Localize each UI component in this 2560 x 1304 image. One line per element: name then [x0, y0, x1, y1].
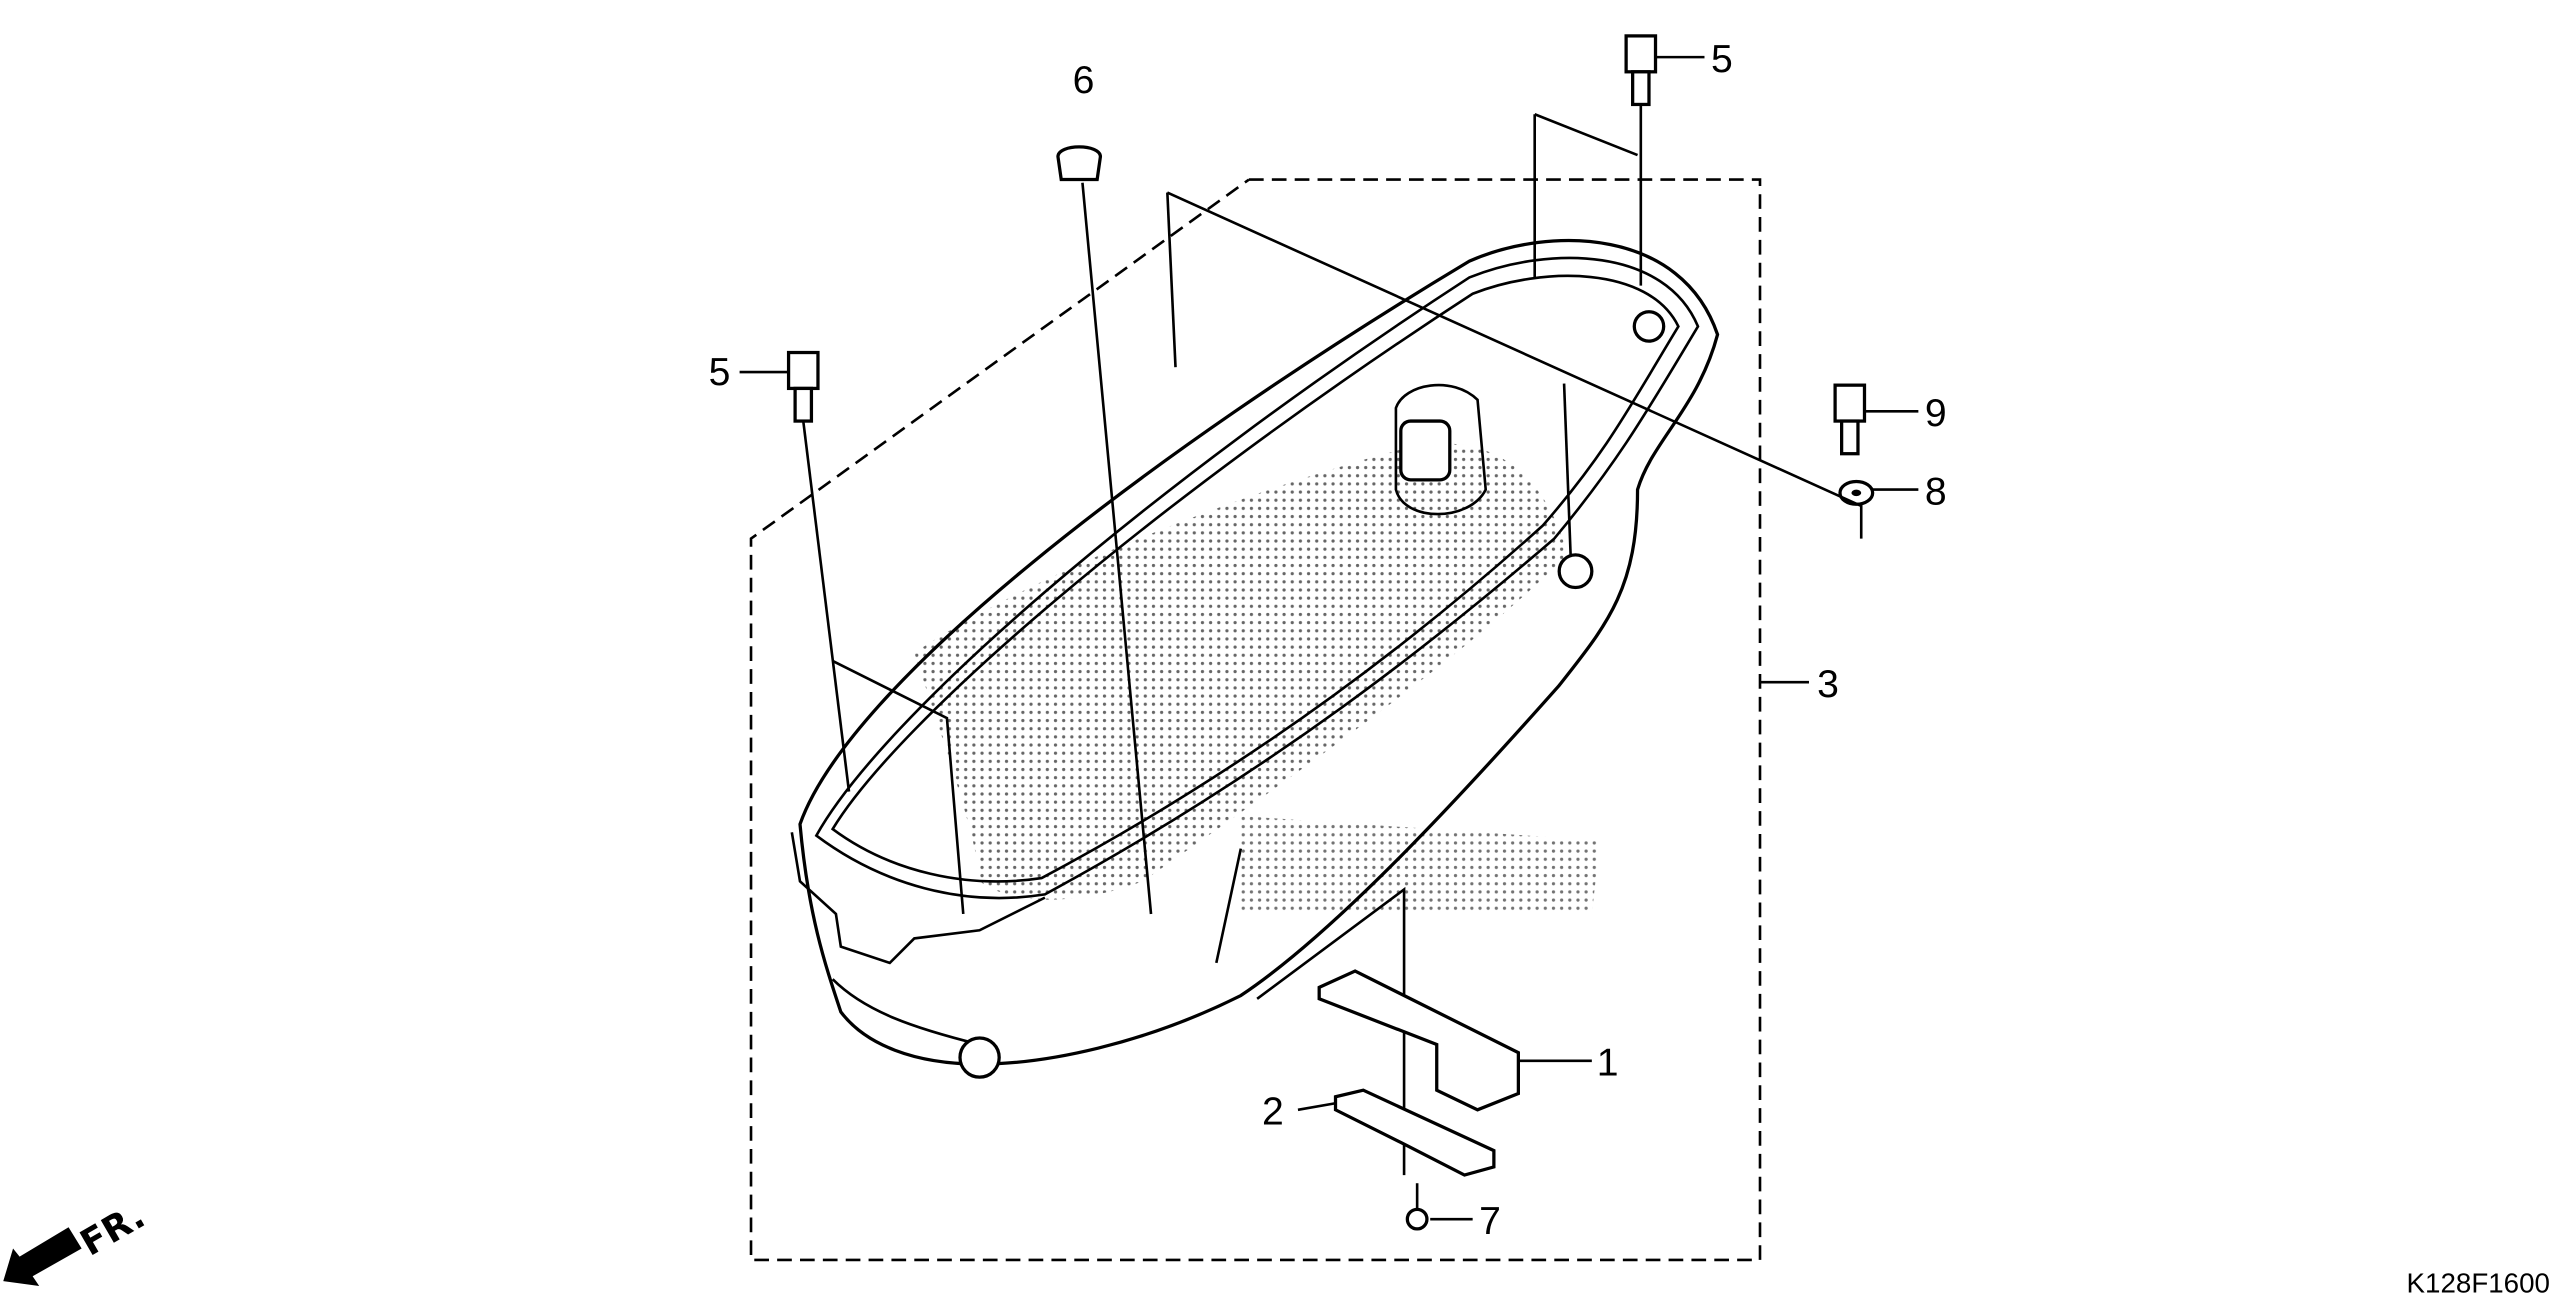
bolt-right: 9	[1833, 383, 1947, 456]
callout-5-left: 5	[709, 351, 731, 394]
luggage-box	[790, 238, 1720, 1079]
callout-5-top: 5	[1711, 38, 1733, 81]
callout-6: 6	[1073, 59, 1095, 102]
diagram-code: K128F1600	[2407, 1268, 2550, 1299]
callout-1: 1	[1597, 1042, 1619, 1085]
bracket-lower: 2	[1262, 1088, 1496, 1177]
assembly-box	[749, 178, 1762, 1262]
screw: 7	[1405, 1183, 1501, 1243]
bolt-left: 5	[709, 350, 965, 915]
callout-7: 7	[1479, 1200, 1501, 1243]
washer: 8	[1838, 470, 1947, 513]
callout-3: 3	[1817, 663, 1839, 706]
front-direction-arrow-icon: FR.	[3, 1196, 152, 1287]
cap: 6	[1056, 59, 1153, 915]
front-direction-label: FR.	[74, 1196, 152, 1265]
callout-9: 9	[1925, 392, 1947, 435]
callout-8: 8	[1925, 470, 1947, 513]
bracket-upper: 1	[1317, 969, 1619, 1112]
bolt-top: 5	[1624, 34, 1733, 286]
callout-2: 2	[1262, 1090, 1284, 1133]
